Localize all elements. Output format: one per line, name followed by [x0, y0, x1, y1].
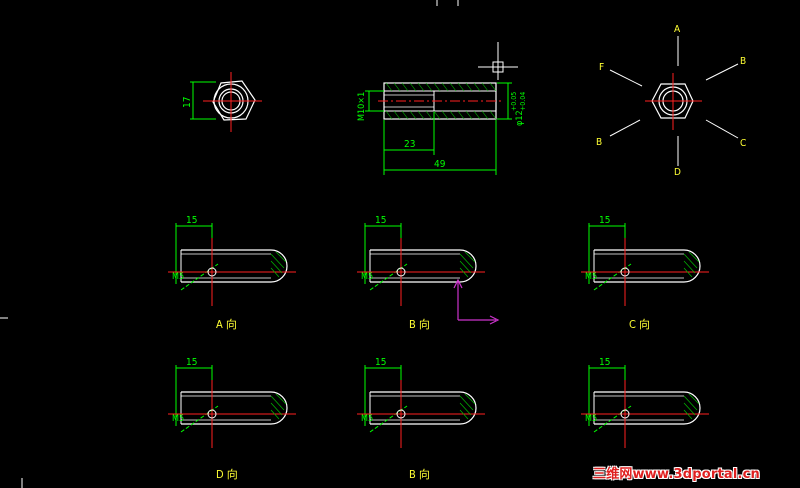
detail-view-d: 15 M5 D 向: [168, 357, 296, 481]
dia-tol-upper: +0.05: [510, 92, 518, 111]
direction-label-b2: B: [596, 137, 602, 148]
detail-thread: M5: [172, 414, 184, 424]
section-view: 23 49 M10×1 φ12 +0.05 +0.04: [357, 82, 527, 175]
detail-dim: 15: [186, 357, 197, 368]
detail-thread: M5: [361, 272, 373, 282]
detail-caption: B 向: [409, 467, 430, 481]
detail-thread: M5: [585, 414, 597, 424]
direction-diagram: A B C D B F: [596, 24, 746, 178]
direction-label-d: D: [674, 167, 681, 178]
detail-thread: M5: [361, 414, 373, 424]
watermark-logo: 三维网www.3dportal.cn: [592, 467, 760, 482]
detail-caption: D 向: [216, 467, 238, 481]
dim-thread-depth: 23: [404, 139, 415, 150]
detail-thread: M5: [585, 272, 597, 282]
detail-dim: 15: [599, 357, 610, 368]
detail-caption: C 向: [629, 317, 650, 331]
detail-dim: 15: [375, 357, 386, 368]
direction-label-a: A: [674, 24, 681, 35]
dim-length: 49: [434, 159, 446, 170]
thread-callout: M10×1: [357, 92, 367, 121]
detail-dim: 15: [375, 215, 386, 226]
detail-view-c: 15 M5 C 向: [581, 215, 709, 331]
detail-caption: B 向: [409, 317, 430, 331]
dia-callout: φ12: [515, 110, 525, 126]
detail-view-b2: 15 M5 B 向: [357, 357, 485, 481]
ucs-axis-icon: [453, 278, 500, 325]
detail-view-f: 15 M5: [581, 357, 709, 448]
crosshair-cursor-icon: [478, 42, 518, 80]
direction-label-b: B: [740, 56, 746, 67]
detail-view-b: 15 M5 B 向: [357, 215, 485, 331]
detail-caption: A 向: [216, 317, 237, 331]
direction-label-f: F: [599, 62, 604, 73]
detail-dim: 15: [186, 215, 197, 226]
detail-view-a: 15 M5 A 向: [168, 215, 296, 331]
hex-end-view: 17: [182, 72, 262, 132]
dia-tol-lower: +0.04: [519, 92, 527, 111]
detail-dim: 15: [599, 215, 610, 226]
direction-label-c: C: [740, 138, 746, 149]
detail-thread: M5: [172, 272, 184, 282]
dim-across-flats: 17: [182, 97, 193, 108]
